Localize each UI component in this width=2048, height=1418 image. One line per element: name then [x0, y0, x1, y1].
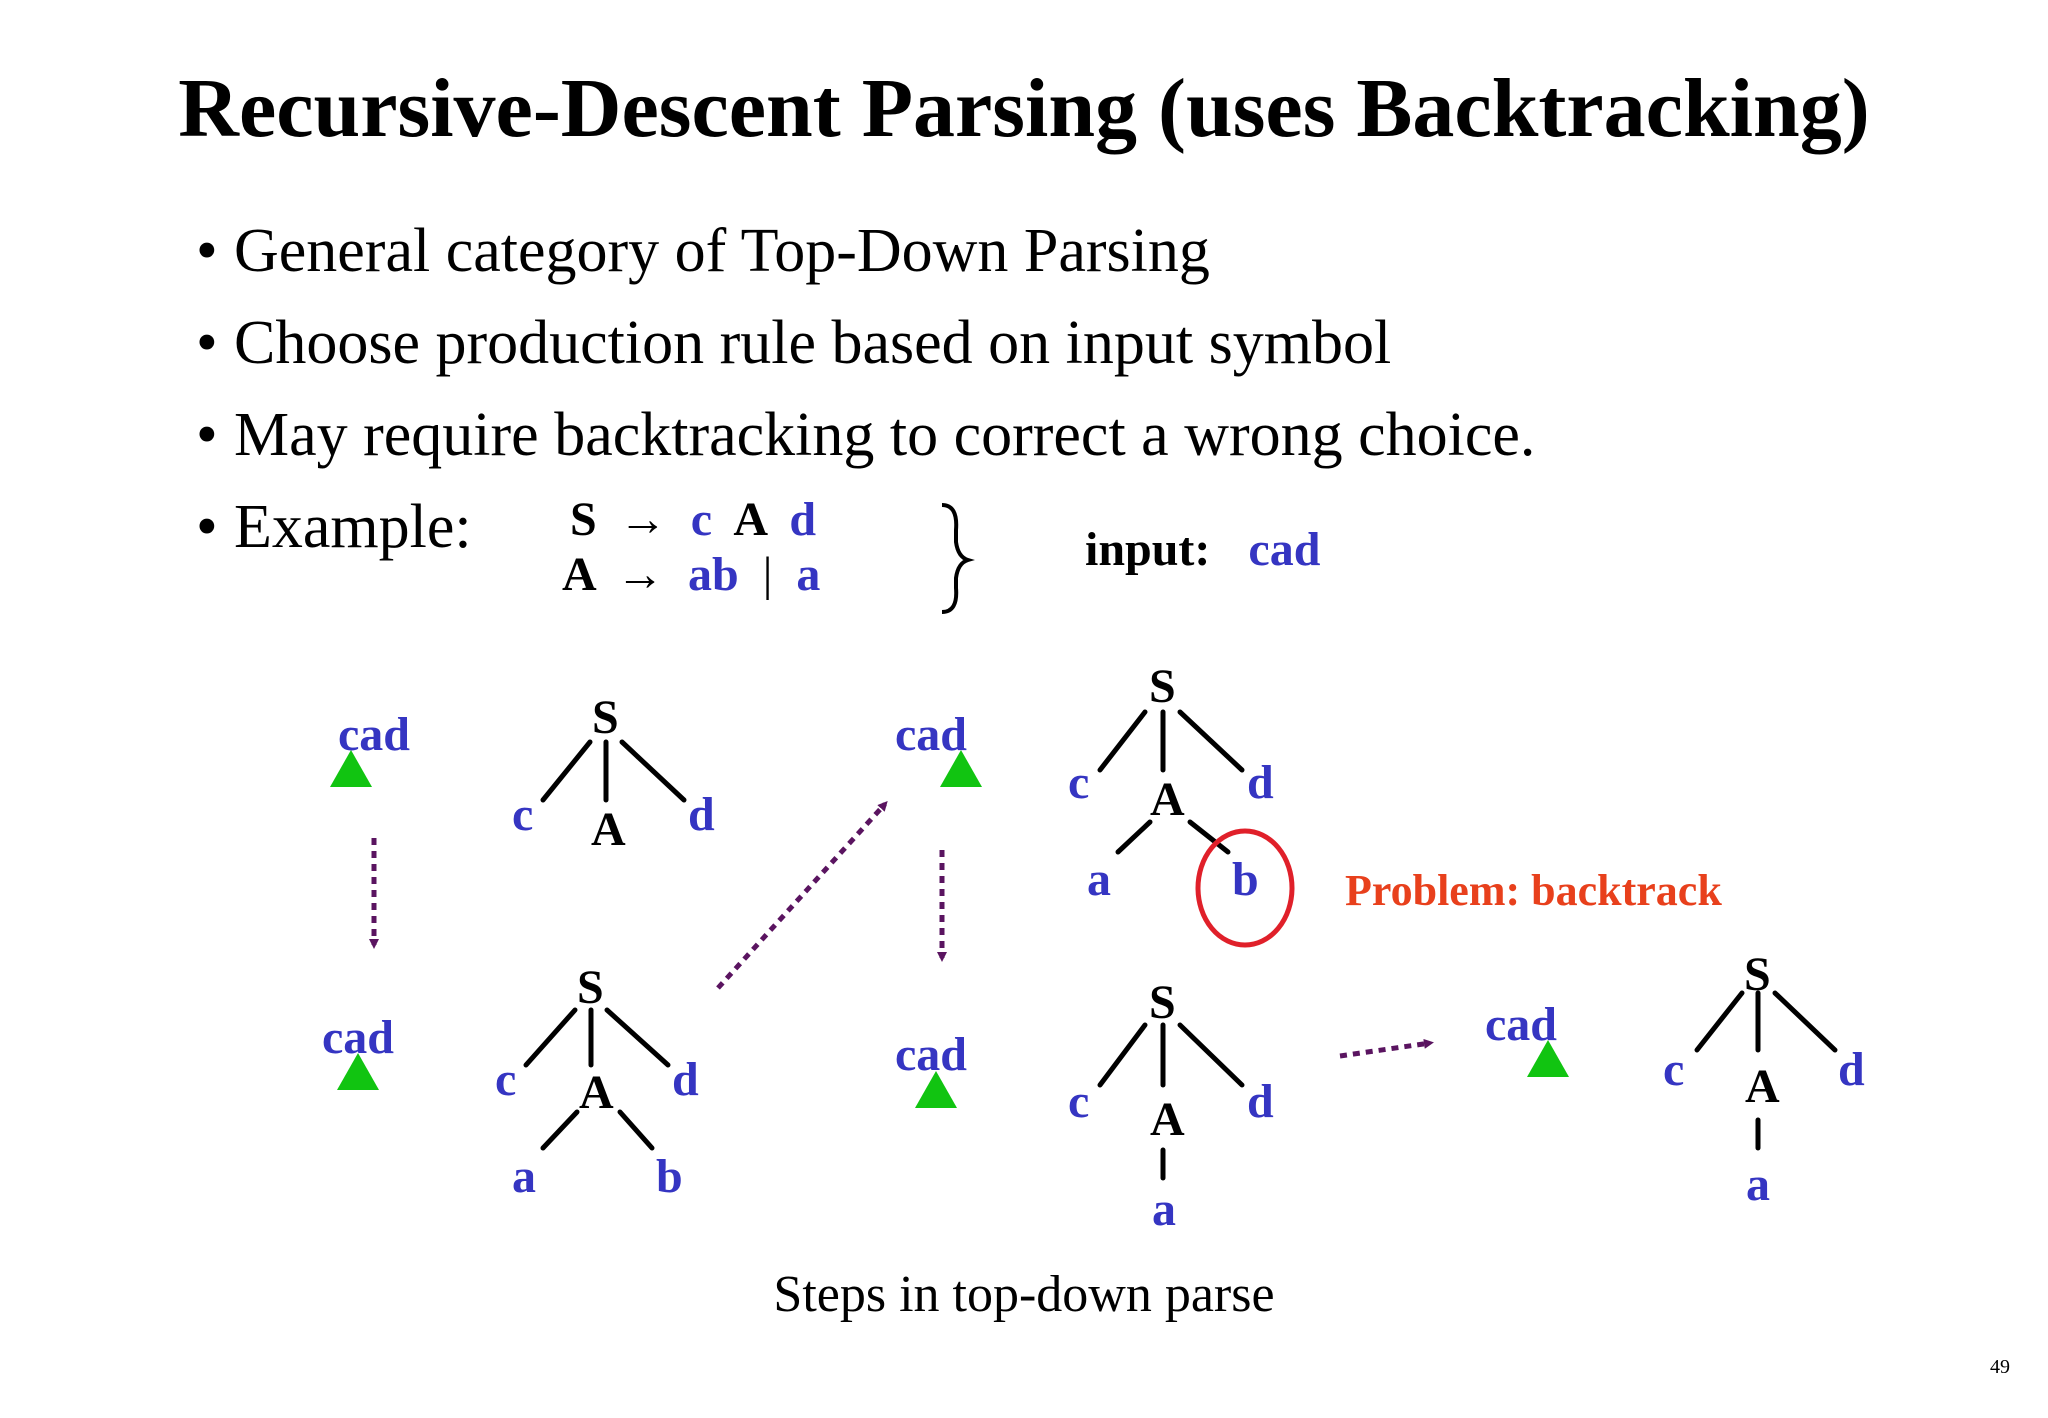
- node-b: b: [1232, 853, 1259, 906]
- slide-title: Recursive-Descent Parsing (uses Backtrac…: [178, 62, 1870, 155]
- page-number: 49: [1990, 1356, 2010, 1378]
- step-arrow: [1339, 1038, 1434, 1059]
- step5-tree: [1694, 990, 1838, 1151]
- step4-input: cad: [895, 1028, 967, 1108]
- pointer-triangle-icon: [940, 750, 982, 787]
- curly-brace: [941, 503, 975, 614]
- problem-circle: [1195, 828, 1295, 948]
- step5-input: cad: [1485, 998, 1569, 1077]
- pointer-triangle-icon: [337, 1053, 379, 1090]
- rule2: A → ab | a: [562, 548, 820, 601]
- node-d: d: [672, 1053, 699, 1106]
- step2-tree: [523, 1007, 671, 1151]
- node-d: d: [688, 788, 715, 841]
- bullet-list: General category of Top-Down Parsing Cho…: [196, 205, 1535, 573]
- step2-input: cad: [322, 1011, 394, 1090]
- rule2-lhs: A: [562, 548, 597, 601]
- node-a: a: [1087, 853, 1111, 906]
- node-S: S: [1744, 948, 1771, 1001]
- node-c: c: [1068, 756, 1089, 809]
- input-label: input:: [1085, 523, 1210, 576]
- rule1-nonterminal-A: A: [733, 493, 768, 546]
- input-string: cad: [895, 1028, 967, 1081]
- step4-tree-labels: S c A d a: [1068, 976, 1274, 1236]
- node-a: a: [1746, 1158, 1770, 1211]
- step5-tree-labels: S c A d a: [1663, 948, 1865, 1211]
- bullet-item: Example:: [196, 481, 1535, 573]
- grammar: S → c A d A → ab | a: [562, 493, 820, 601]
- node-A: A: [1745, 1060, 1780, 1113]
- step-arrow: [716, 801, 888, 990]
- bullet-item: Choose production rule based on input sy…: [196, 297, 1535, 389]
- input-string: cad: [338, 708, 410, 761]
- pointer-triangle-icon: [915, 1071, 957, 1108]
- arrow-symbol: →: [619, 493, 667, 546]
- step1-input: cad: [330, 708, 410, 787]
- step3-input: cad: [895, 708, 982, 787]
- rule1: S → c A d: [570, 493, 816, 546]
- rule2-alt2: a: [796, 548, 820, 601]
- node-c: c: [1663, 1043, 1684, 1096]
- bullet-item: General category of Top-Down Parsing: [196, 205, 1535, 297]
- step3-tree-labels: S c A d a b: [1068, 660, 1274, 906]
- node-A: A: [1150, 773, 1185, 826]
- diagram-caption: Steps in top-down parse: [773, 1266, 1275, 1323]
- node-S: S: [577, 961, 604, 1014]
- step4-tree: [1097, 1022, 1245, 1181]
- input-line: input: cad: [1085, 523, 1321, 576]
- pointer-triangle-icon: [1527, 1040, 1569, 1077]
- rule1-terminal-d: d: [789, 493, 816, 546]
- pointer-triangle-icon: [330, 750, 372, 787]
- node-A: A: [579, 1066, 614, 1119]
- node-b: b: [656, 1150, 683, 1203]
- rule1-terminal-c: c: [691, 493, 712, 546]
- node-c: c: [495, 1053, 516, 1106]
- node-S: S: [1149, 976, 1176, 1029]
- step1-tree: [540, 739, 687, 803]
- node-a: a: [512, 1150, 536, 1203]
- step3-tree: [1097, 709, 1245, 855]
- node-S: S: [1149, 660, 1176, 713]
- rule2-alt1: ab: [688, 548, 739, 601]
- node-c: c: [512, 788, 533, 841]
- arrow-symbol: →: [616, 548, 664, 601]
- node-a: a: [1152, 1183, 1176, 1236]
- node-A: A: [1150, 1093, 1185, 1146]
- node-c: c: [1068, 1075, 1089, 1128]
- node-A: A: [591, 803, 626, 856]
- problem-label: Problem: backtrack: [1345, 866, 1722, 915]
- input-string: cad: [1485, 998, 1557, 1051]
- input-value: cad: [1248, 523, 1320, 576]
- rule2-separator: |: [763, 548, 773, 601]
- bullet-item: May require backtracking to correct a wr…: [196, 389, 1535, 481]
- rule1-lhs: S: [570, 493, 597, 546]
- node-S: S: [592, 691, 619, 744]
- step1-tree-labels: S c A d: [512, 691, 715, 856]
- input-string: cad: [895, 708, 967, 761]
- node-d: d: [1247, 1075, 1274, 1128]
- node-d: d: [1838, 1043, 1865, 1096]
- step2-tree-labels: S c A d a b: [495, 961, 699, 1203]
- node-d: d: [1247, 756, 1274, 809]
